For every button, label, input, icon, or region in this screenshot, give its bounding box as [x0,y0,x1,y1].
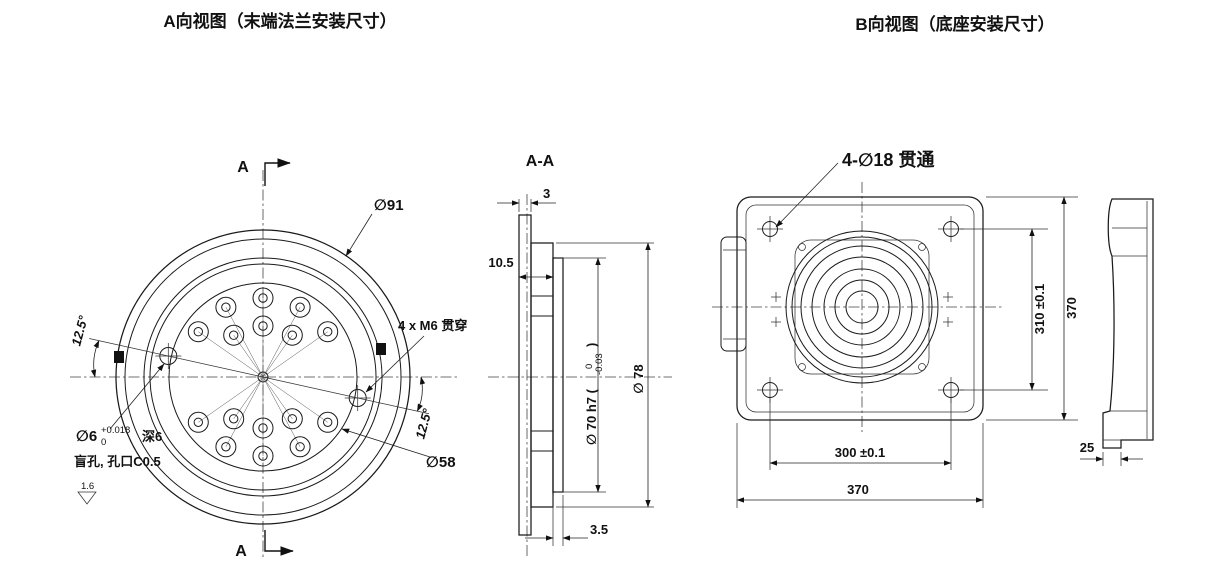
dia-outer-label: ∅91 [374,197,404,214]
dim-spigot-prefix: ∅ 70 h7 ( [584,388,599,445]
connector-block [720,236,747,352]
section-bolt-hole-bottom [530,430,554,452]
view-b-title: B向视图（底座安装尺寸） [855,14,1054,34]
section-profile [518,214,564,536]
dim-outer-horizontal: 370 [736,423,984,508]
dim-outer-text: ∅ 78 [631,364,646,393]
bolt-note-label: 4 x M6 贯穿 [398,318,467,333]
dim-depth-text: 10.5 [488,255,513,270]
dim-outer-vertical: 370 [986,196,1079,421]
pin-depth-label: 深6 [142,429,162,444]
flange-centerlines [70,170,458,560]
flange-labels: ∅91 4 x M6 贯穿 ∅58 [341,197,467,471]
pin-tol-upper: +0.018 [101,425,130,436]
dim-plate-thickness: 25 [1080,440,1143,466]
cut-label-bottom: A [235,543,247,560]
dim-outer-section: ∅ 78 [556,242,654,508]
base-side-view: 25 [1080,198,1154,466]
section-view-aa: A-A 3 10.5 [488,153,672,556]
dim-spigot-suffix: ) [584,343,599,347]
dim-thickness-text: 3 [543,186,550,201]
dim-plate-thickness-text: 25 [1080,440,1094,455]
dim-outer-h-text: 370 [847,482,869,497]
dim-lip: 3.5 [525,495,608,546]
flange-front-view: 12.5° 12.5° ∅91 4 x M6 贯穿 ∅58 ∅6 +0.018 … [68,158,467,560]
dim-hole-spacing-v-text: 310 ±0.1 [1032,284,1047,335]
roughness-value: 1.6 [81,481,94,492]
base-hole-note: 4-∅18 贯通 [775,150,934,228]
section-title: A-A [526,153,555,170]
pin-note-block: ∅6 +0.018 0 深6 盲孔, 孔口C0.5 1.6 [74,363,165,505]
radial-construction-lines [198,298,328,456]
dim-depth: 10.5 [488,255,554,280]
section-bolt-hole-top [530,295,554,317]
angle-dim-lower-right: 12.5° [412,406,435,440]
pin-note-label: 盲孔, 孔口C0.5 [74,454,161,469]
base-centerlines [712,182,1002,432]
dim-thickness: 3 [497,186,556,212]
corner-holes [757,216,964,403]
dim-spigot: ∅ 70 h7 ( 0 -0.03 ) [556,257,606,493]
dim-outer-v-text: 370 [1064,297,1079,319]
dim-hole-spacing-horizontal: 300 ±0.1 [769,398,952,470]
dim-spigot-tol-upper: 0 [584,364,595,369]
surface-finish-icon [77,491,97,505]
dim-lip-text: 3.5 [590,522,608,537]
bolt-hole-pattern [187,287,339,467]
dim-spigot-tol-lower: -0.03 [594,353,605,375]
base-plate-inner-line [745,204,975,413]
cut-label-top: A [237,159,249,176]
base-top-view: 4-∅18 贯通 310 ±0.1 370 300 ±0.1 370 [712,150,1079,508]
dim-hole-spacing-h-text: 300 ±0.1 [835,445,886,460]
pin-dia-label: ∅6 [76,428,97,445]
view-a-title: A向视图（末端法兰安装尺寸） [163,11,396,31]
tapped-hole-marks [771,292,953,327]
section-cut-marks: A A [235,158,294,560]
base-plate-outline [736,196,984,421]
pin-tol-lower: 0 [101,437,106,448]
hole-note-text: 4-∅18 贯通 [842,150,934,170]
flange-notches [114,343,386,363]
dia-bolt-circle-label: ∅58 [426,454,456,471]
dim-hole-spacing-vertical: 310 ±0.1 [960,228,1048,391]
central-boss [785,230,939,384]
section-centerlines [488,194,672,556]
angle-dim-upper-left: 12.5° [68,313,91,347]
